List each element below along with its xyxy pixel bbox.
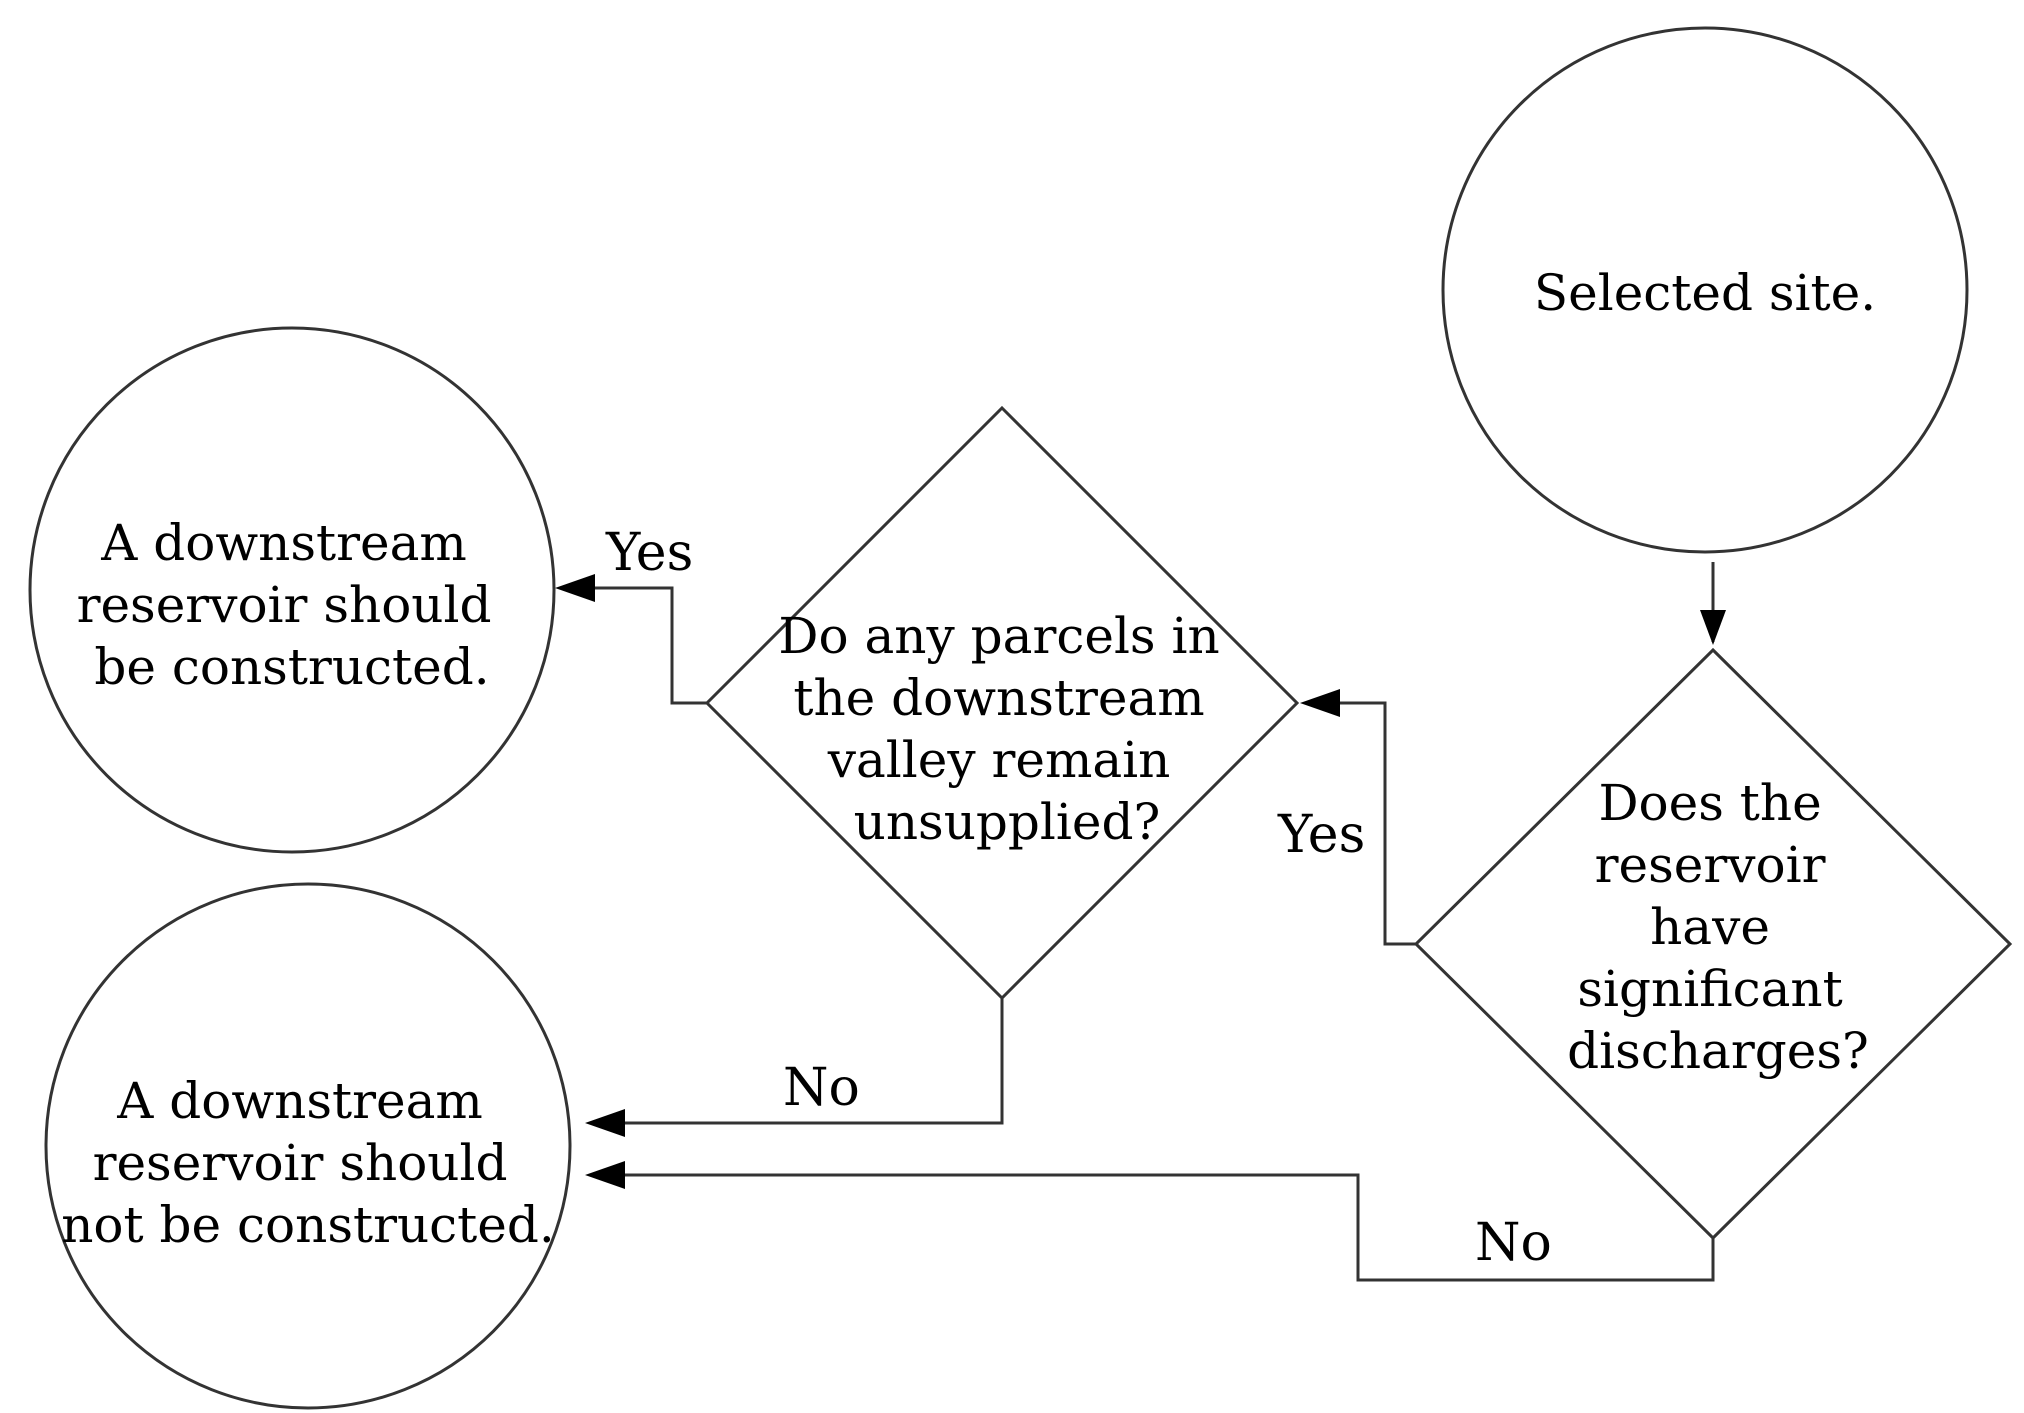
node-selected-site-circle (1441, 26, 1969, 554)
node-parcels-line-1: Do any parcels in (778, 607, 1219, 665)
arrowhead-discharge-yes-to-parcels (1300, 689, 1340, 717)
node-not-construct-line-3: not be constructed. (61, 1196, 555, 1254)
node-construct-text: A downstream reservoir should be constru… (77, 514, 508, 696)
arrowhead-parcels-yes-to-construct (555, 574, 595, 602)
arrowhead-parcels-no-to-not-construct (585, 1109, 625, 1137)
node-parcels-line-3: valley remain (827, 731, 1171, 789)
edge-label-discharge-yes: Yes (1277, 805, 1365, 865)
node-not-construct-line-1: A downstream (116, 1072, 483, 1130)
edge-discharge-no-to-not-construct (625, 1173, 1715, 1282)
node-parcels-line-4: unsupplied? (854, 793, 1161, 851)
node-construct-line-1: A downstream (100, 514, 467, 572)
edge-discharge-yes-to-parcels (1340, 701, 1416, 946)
edge-parcels-no-to-not-construct (625, 998, 1004, 1125)
node-parcels-question-text: Do any parcels in the downstream valley … (778, 607, 1235, 851)
node-construct-line-3: be constructed. (94, 638, 489, 696)
arrowhead-start-to-discharge (1700, 610, 1726, 645)
edge-label-discharge-no: No (1475, 1213, 1552, 1273)
node-discharge-line-2: reservoir (1595, 836, 1826, 894)
node-discharge-question-text: Does the reservoir have significant disc… (1567, 774, 1869, 1080)
node-discharge-line-3: have (1650, 898, 1770, 956)
node-construct-line-2: reservoir should (77, 576, 492, 634)
edge-label-parcels-yes: Yes (605, 523, 693, 583)
node-selected-site-text: Selected site. (1534, 264, 1876, 322)
arrowhead-discharge-no-to-not-construct (585, 1161, 625, 1189)
node-not-construct-text: A downstream reservoir should not be con… (61, 1072, 555, 1254)
node-not-construct-circle (44, 882, 572, 1410)
node-parcels-line-2: the downstream (793, 669, 1204, 727)
node-discharge-line-5: discharges? (1567, 1022, 1869, 1080)
node-discharge-line-4: significant (1577, 960, 1842, 1018)
node-not-construct-line-2: reservoir should (93, 1134, 508, 1192)
node-selected-site-line: Selected site. (1534, 264, 1876, 322)
node-construct-circle (28, 326, 556, 854)
edge-label-parcels-no: No (783, 1058, 860, 1118)
node-discharge-line-1: Does the (1598, 774, 1821, 832)
edge-parcels-yes-to-construct (595, 586, 707, 705)
